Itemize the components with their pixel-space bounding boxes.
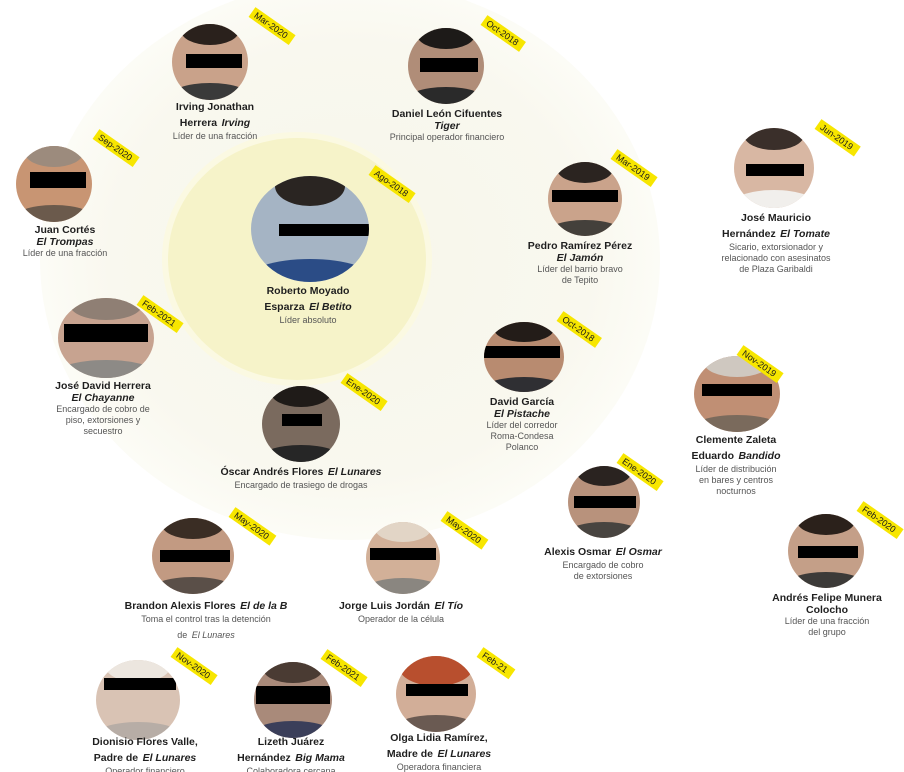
role3-josedavid: secuestro <box>83 426 123 436</box>
role2-davidgarcia: Roma-Condesa <box>490 431 554 441</box>
photo-brandon <box>152 518 234 594</box>
photo-andres <box>788 514 864 588</box>
alias-pedro: El Jamón <box>556 252 604 264</box>
role2-alexis: de extorsiones <box>573 571 633 581</box>
alias-mauricio: El Tomate <box>780 228 830 240</box>
photo-lizeth <box>254 662 332 738</box>
photo-irving <box>172 24 248 100</box>
role-juan: Líder de una fracción <box>22 248 108 258</box>
photo-juan <box>16 146 92 222</box>
surname-dionisio: Padre de <box>93 752 139 764</box>
alias-roberto: El Betito <box>309 301 352 313</box>
surname-clemente: Eduardo <box>691 450 735 462</box>
name-juan: Juan Cortés <box>34 224 96 236</box>
alias-daniel: Tiger <box>434 120 460 132</box>
alias-davidgarcia: El Pistache <box>493 408 551 420</box>
surname-mauricio: Hernández <box>722 228 776 240</box>
date-tag-olga: Feb-21 <box>476 647 516 680</box>
photo-davidgarcia <box>484 322 564 392</box>
name-davidgarcia: David García <box>489 396 555 408</box>
alias-irving: Irving <box>221 117 251 129</box>
role1-brandon: Toma el control tras la detención <box>141 614 271 624</box>
alias-lizeth: Big Mama <box>295 752 345 764</box>
name-mauricio: José Mauricio <box>740 212 812 224</box>
photo-mauricio <box>734 128 814 208</box>
role2alias-brandon: El Lunares <box>191 630 235 640</box>
alias-oscar: El Lunares <box>327 466 382 478</box>
photo-roberto <box>251 176 369 282</box>
photo-dionisio <box>96 660 180 740</box>
name-oscar: Óscar Andrés Flores <box>220 466 324 478</box>
alias-alexis: El Osmar <box>615 546 662 558</box>
role2-clemente: en bares y centros <box>698 475 774 485</box>
role-oscar: Encargado de trasiego de drogas <box>234 480 368 490</box>
role1-pedro: Líder del barrio bravo <box>537 264 623 274</box>
name-dionisio: Dionisio Flores Valle, <box>92 736 198 748</box>
role2-mauricio: relacionado con asesinatos <box>721 253 831 263</box>
surname-irving: Herrera <box>179 117 218 129</box>
role-dionisio: Operador financiero <box>105 766 185 772</box>
role1-alexis: Encargado de cobro <box>562 560 644 570</box>
alias-olga: El Lunares <box>437 748 492 760</box>
role1-clemente: Líder de distribución <box>695 464 777 474</box>
alias-brandon: El de la B <box>240 600 288 612</box>
name-olga: Olga Lidia Ramírez, <box>390 732 488 744</box>
role-jorge: Operador de la célula <box>357 614 445 624</box>
photo-alexis <box>568 466 640 538</box>
date-tag-mauricio: Jun-2019 <box>814 119 861 157</box>
alias-dionisio: El Lunares <box>142 752 197 764</box>
photo-jorge <box>366 522 440 594</box>
role2-andres: del grupo <box>808 627 846 637</box>
surname-roberto: Esparza <box>264 301 305 313</box>
role1-mauricio: Sicario, extorsionador y <box>728 242 824 252</box>
surname-olga: Madre de <box>386 748 433 760</box>
photo-olga <box>396 656 476 732</box>
role-daniel: Principal operador financiero <box>389 132 505 142</box>
name-roberto: Roberto Moyado <box>266 285 350 297</box>
role-roberto: Líder absoluto <box>279 315 337 325</box>
alias-juan: El Trompas <box>36 236 94 248</box>
name-jorge: Jorge Luis Jordán <box>338 600 430 612</box>
role3-mauricio: de Plaza Garibaldi <box>739 264 813 274</box>
role2-brandon: de <box>177 630 188 640</box>
name-andres: Andrés Felipe Munera <box>772 592 882 604</box>
name-josedavid: José David Herrera <box>55 380 151 392</box>
alias-clemente: Bandido <box>738 450 781 462</box>
photo-pedro <box>548 162 622 236</box>
role-lizeth: Colaboradora cercana <box>246 766 336 772</box>
name-brandon: Brandon Alexis Flores <box>124 600 236 612</box>
role2-pedro: de Tepito <box>561 275 599 285</box>
photo-daniel <box>408 28 484 104</box>
name-alexis: Alexis Osmar <box>544 546 612 558</box>
role1-josedavid: Encargado de cobro de <box>56 404 150 414</box>
role3-clemente: nocturnos <box>716 486 756 496</box>
alias-josedavid: El Chayanne <box>71 392 135 404</box>
name-daniel: Daniel León Cifuentes <box>391 108 503 120</box>
surname-lizeth: Hernández <box>237 752 291 764</box>
role-irving: Líder de una fracción <box>172 131 258 141</box>
alias-jorge: El Tío <box>434 600 464 612</box>
name-pedro: Pedro Ramírez Pérez <box>527 240 633 252</box>
role1-andres: Líder de una fracción <box>784 616 870 626</box>
name-lizeth: Lizeth Juárez <box>257 736 325 748</box>
role2-josedavid: piso, extorsiones y <box>65 415 141 425</box>
name-irving: Irving Jonathan <box>175 101 255 113</box>
surname-andres: Colocho <box>806 604 848 616</box>
role3-davidgarcia: Polanco <box>505 442 539 452</box>
name-clemente: Clemente Zaleta <box>695 434 777 446</box>
role-olga: Operadora financiera <box>396 762 482 772</box>
role1-davidgarcia: Líder del corredor <box>486 420 558 430</box>
photo-josedavid <box>58 298 154 378</box>
photo-oscar <box>262 386 340 462</box>
